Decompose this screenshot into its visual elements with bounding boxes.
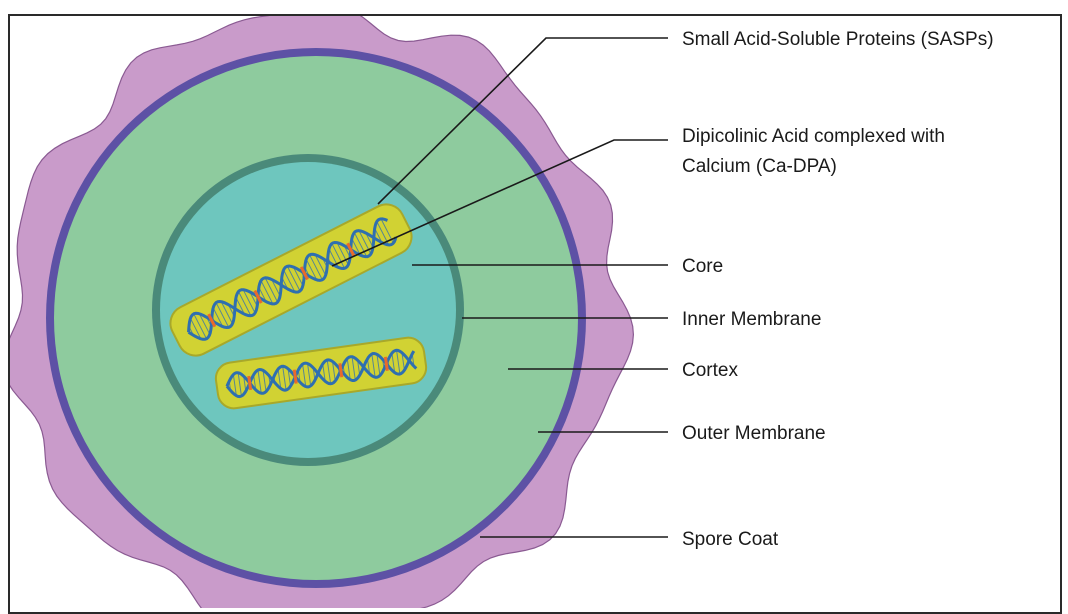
ca-dpa-mark [294,370,296,384]
label-core: Core [682,256,723,277]
label-inner-membrane: Inner Membrane [682,309,821,330]
ca-dpa-mark [340,363,342,377]
ca-dpa-mark [249,376,251,390]
label-ca-dpa-line1: Dipicolinic Acid complexed with [682,126,945,147]
ca-dpa-mark [385,357,387,371]
label-cortex: Cortex [682,360,738,381]
label-spore-coat: Spore Coat [682,529,779,550]
label-ca-dpa-line2: Calcium (Ca-DPA) [682,156,837,177]
label-outer-membrane: Outer Membrane [682,423,826,444]
label-sasps: Small Acid-Soluble Proteins (SASPs) [682,29,994,50]
